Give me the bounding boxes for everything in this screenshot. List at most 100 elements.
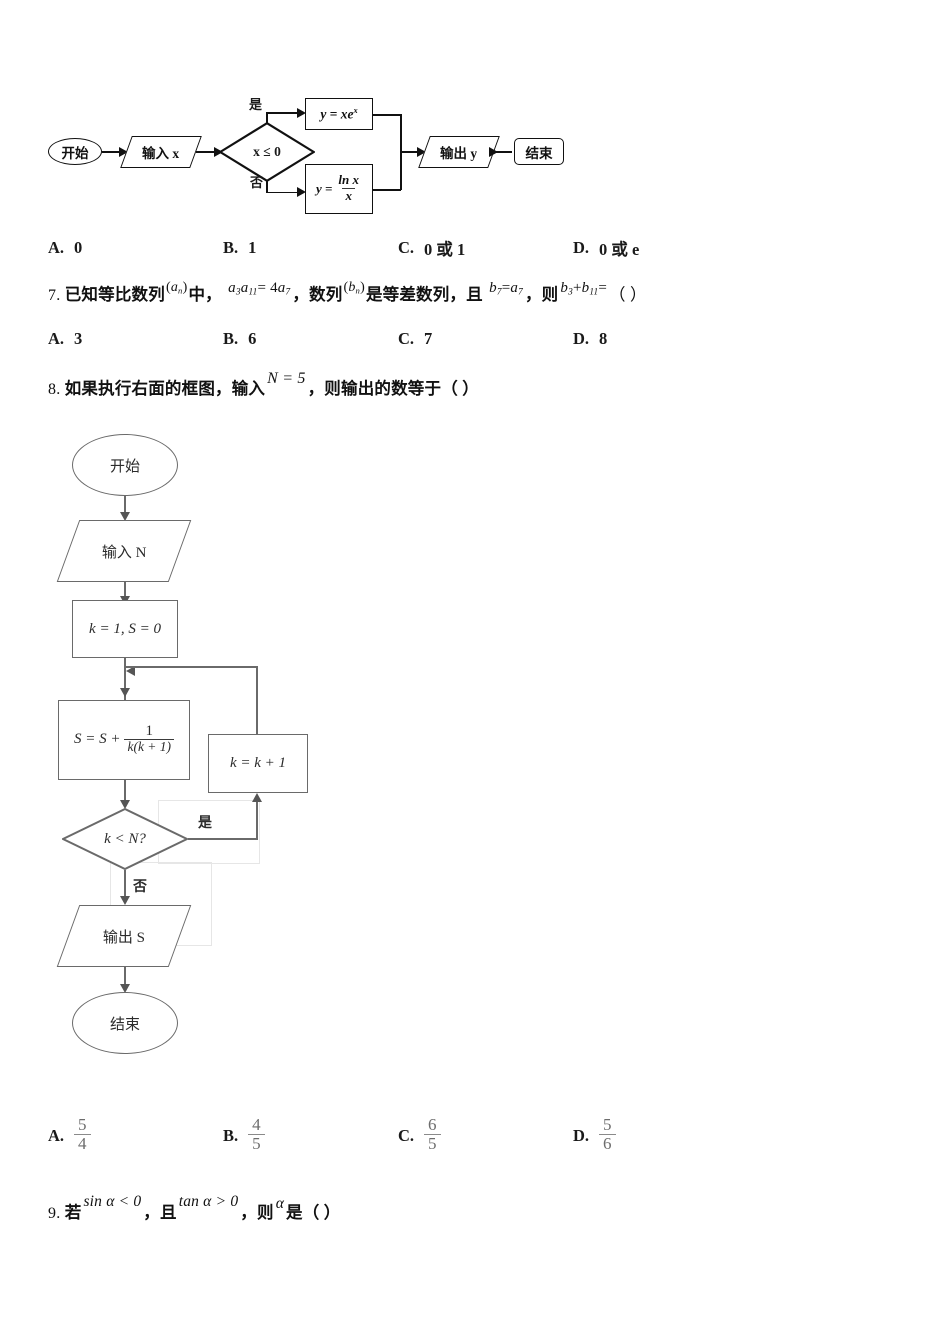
option-c-label: C. bbox=[398, 1126, 415, 1146]
eq2-a: a bbox=[510, 280, 519, 296]
fc1-edge-yes-right bbox=[266, 112, 301, 114]
question-7-text-3: ，数列 bbox=[292, 285, 343, 304]
fc2-arrow-init-accumulate bbox=[120, 688, 130, 697]
option-d-denominator: 6 bbox=[599, 1133, 616, 1153]
fc1-arrow-output-end bbox=[489, 146, 498, 157]
question-7-seq-a-base: a bbox=[170, 280, 179, 295]
question-7-answer-blank: （ ） bbox=[609, 285, 647, 304]
fc1-node-branch-no: y = ln x x bbox=[305, 164, 373, 214]
fc1-edge-no-down bbox=[266, 181, 268, 193]
fc1-edge-input-decision bbox=[196, 151, 218, 153]
question-7: 7. 已知等比数列(an)中， a3a11= 4a7，数列(bn)是等差数列，且… bbox=[48, 280, 647, 306]
fc2-edge-feedback-left bbox=[125, 666, 258, 668]
question-7-seq-b-base: b bbox=[348, 280, 356, 295]
option-d[interactable]: D. 0 或 e bbox=[573, 236, 748, 260]
option-a-numerator: 5 bbox=[78, 1115, 87, 1134]
fc2-edge-accumulate-decision bbox=[124, 780, 126, 806]
eq1-a3: a bbox=[277, 280, 286, 296]
eq3-b1: b bbox=[560, 280, 569, 296]
option-b[interactable]: B. 6 bbox=[223, 329, 398, 349]
question8-options: A. 5 4 B. 4 5 C. 6 5 D. 5 6 bbox=[48, 1115, 928, 1155]
option-c[interactable]: C. 0 或 1 bbox=[398, 236, 573, 260]
option-d-numerator: 5 bbox=[603, 1115, 612, 1134]
question-8-condition: N = 5 bbox=[267, 370, 306, 387]
fc1-edge-yes-up bbox=[266, 112, 268, 124]
fc2-edge-no-down bbox=[124, 870, 126, 902]
fc1-node-branch-yes: y = xex bbox=[305, 98, 373, 130]
question-9-text-4: 是（ ） bbox=[286, 1203, 341, 1222]
option-d-label: D. bbox=[573, 329, 590, 348]
eq1-a2: a bbox=[240, 280, 249, 296]
eq1-s3: 3 bbox=[235, 287, 241, 298]
question-9-symbol: α bbox=[275, 1195, 285, 1212]
option-a[interactable]: A. 3 bbox=[48, 329, 223, 349]
eq2-s7: 7 bbox=[496, 287, 502, 298]
option-c-text: 0 或 1 bbox=[424, 240, 466, 259]
option-a-text: 0 bbox=[74, 238, 83, 257]
fc2-edge-label-yes: 是 bbox=[198, 816, 212, 831]
fc1-merge-top bbox=[373, 114, 401, 116]
fc1-edge-label-yes: 是 bbox=[249, 97, 263, 112]
eq2-eq: = bbox=[501, 280, 511, 296]
question-8-number: 8. bbox=[48, 381, 61, 398]
question-8-text-1: 如果执行右面的框图，输入 bbox=[64, 379, 266, 398]
fc2-accumulate-fraction: 1 k(k + 1) bbox=[124, 723, 175, 755]
option-c[interactable]: C. 6 5 bbox=[398, 1116, 573, 1155]
fc2-node-end: 结束 bbox=[72, 992, 178, 1054]
option-a[interactable]: A. 5 4 bbox=[48, 1115, 223, 1155]
fc1-node-start: 开始 bbox=[48, 138, 102, 165]
option-d-label: D. bbox=[573, 1126, 590, 1146]
fc1-end-label: 结束 bbox=[525, 145, 553, 161]
fc2-end-label: 结束 bbox=[109, 1016, 140, 1033]
fc1-arrow-yes bbox=[297, 107, 306, 118]
question-7-number: 7. bbox=[48, 287, 61, 304]
option-b[interactable]: B. 1 bbox=[223, 236, 398, 260]
option-b-numerator: 4 bbox=[252, 1115, 261, 1134]
question-7-text-4: 是等差数列，且 bbox=[365, 285, 483, 304]
question-7-equation-2: b7=a7 bbox=[487, 280, 525, 298]
fc1-branch-yes-expr: y = xex bbox=[320, 106, 357, 123]
question-7-text-2: 中， bbox=[188, 285, 222, 304]
question-7-equation-1: a3a11= 4a7 bbox=[226, 280, 292, 298]
fc1-arrow-input-decision bbox=[214, 146, 223, 157]
fc2-input-label: 输入 N bbox=[101, 544, 147, 561]
option-a[interactable]: A. 0 bbox=[48, 236, 223, 260]
option-c-label: C. bbox=[398, 329, 415, 348]
option-d[interactable]: D. 8 bbox=[573, 329, 748, 349]
option-c[interactable]: C. 7 bbox=[398, 329, 573, 349]
fc1-edge-output-end bbox=[494, 151, 512, 153]
option-c-text: 7 bbox=[424, 329, 433, 348]
fc1-arrow-no bbox=[297, 187, 306, 197]
eq2-b: b bbox=[489, 280, 497, 296]
fc2-edge-yes-up bbox=[256, 800, 258, 839]
option-d[interactable]: D. 5 6 bbox=[573, 1116, 748, 1155]
question-8: 8. 如果执行右面的框图，输入N = 5，则输出的数等于（ ） bbox=[48, 370, 479, 399]
fc2-edge-output-end bbox=[124, 967, 126, 989]
option-a-label: A. bbox=[48, 238, 65, 257]
fc2-accumulate-numerator: 1 bbox=[145, 723, 154, 740]
question-9-text-3: ，则 bbox=[240, 1203, 274, 1222]
question-9-condition-3: tan α > 0 bbox=[178, 1193, 239, 1210]
option-c-label: C. bbox=[398, 238, 415, 257]
fc1-branch-no-fraction: ln x x bbox=[335, 173, 362, 202]
fc2-output-label: 输出 S bbox=[102, 929, 146, 946]
option-d-fraction: 5 6 bbox=[599, 1116, 616, 1153]
fc1-start-label: 开始 bbox=[61, 145, 89, 161]
eq3-s3: 3 bbox=[568, 287, 573, 298]
question-8-text-2: ，则输出的数等于（ ） bbox=[307, 379, 479, 398]
question-7-equation-3: b3+b11= bbox=[558, 280, 609, 298]
eq3-eq: = bbox=[598, 280, 607, 296]
option-b[interactable]: B. 4 5 bbox=[223, 1115, 398, 1155]
fc2-node-accumulate: S = S + 1 k(k + 1) bbox=[58, 700, 190, 780]
eq1-s11: 11 bbox=[248, 287, 258, 298]
eq3-s11: 11 bbox=[589, 287, 599, 298]
option-c-denominator: 5 bbox=[424, 1133, 441, 1153]
question-9-condition-1: sin α < 0 bbox=[83, 1193, 142, 1210]
fc2-edge-init-accumulate bbox=[124, 658, 126, 700]
option-b-label: B. bbox=[223, 329, 239, 348]
fc1-branch-no-expr: y = ln x x bbox=[316, 173, 362, 203]
fc1-edge-no-right bbox=[266, 191, 301, 194]
option-c-fraction: 6 5 bbox=[424, 1116, 441, 1153]
